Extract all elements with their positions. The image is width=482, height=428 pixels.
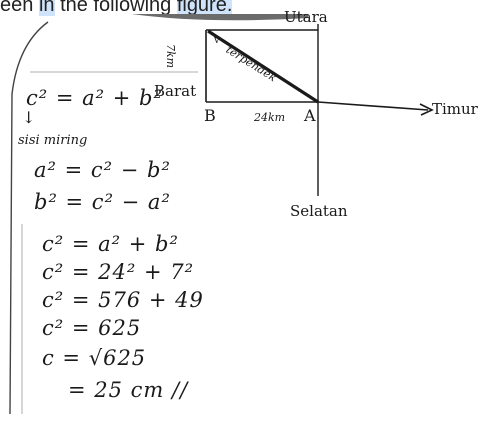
east-arrow-head [419,103,434,116]
step-1: c² = a² + b² [42,232,179,256]
side-ab-label: 24km [254,111,286,124]
east-axis [317,101,429,111]
point-a-label: A [304,106,316,125]
caption-highlight-1: in [38,0,55,16]
rearranged-b: b² = c² − a² [34,190,171,214]
point-b-label: B [204,106,216,125]
tick-mark: v [214,35,220,46]
side-vertical-label: 7km [164,44,177,69]
caption-prefix: een [0,0,39,16]
handwritten-sheet: Utara Barat Timur Selatan B A 24km 7km t… [8,10,482,428]
step-6: = 25 cm // [68,378,189,402]
step-3: c² = 576 + 49 [42,288,204,312]
step-2: c² = 24² + 7² [42,260,194,284]
caption-line: een in the following figure. [0,0,380,20]
diagonal-line [207,29,319,104]
paper-edge [9,21,49,415]
caption-middle: the following [54,0,177,16]
caption-highlight-2: figure. [176,0,233,16]
hypotenuse-label: sisi miring [18,133,88,148]
step-4: c² = 625 [42,316,142,340]
pythagoras-formula: c² = a² + b² [26,86,163,110]
rearranged-a: a² = c² − b² [34,158,171,182]
top-blob [131,14,308,21]
south-label: Selatan [290,202,348,220]
down-arrow: ↓ [22,108,36,127]
sheet-drawing [9,14,434,415]
west-label: Barat [154,82,197,100]
step-5: c = √625 [42,346,147,370]
north-label: Utara [284,8,328,26]
east-label: Timur [432,100,478,118]
